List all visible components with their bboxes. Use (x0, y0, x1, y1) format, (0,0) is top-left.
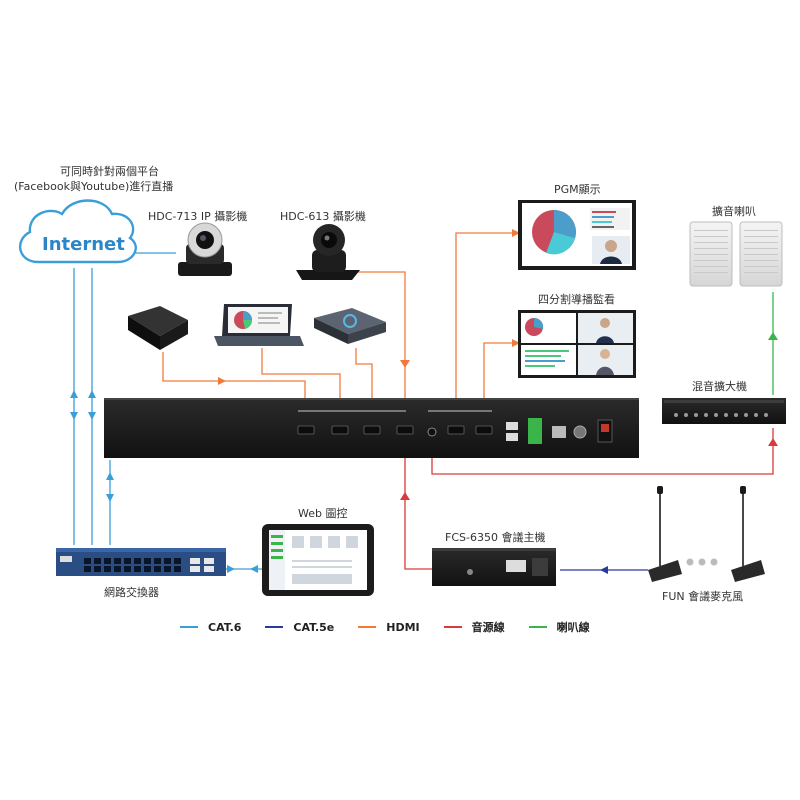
speaker-arrow (768, 332, 778, 340)
legend-swatch-hdmi (358, 626, 377, 628)
usb-port-2 (506, 433, 518, 441)
internet-label: Internet (42, 234, 125, 255)
camera-613 (296, 224, 360, 280)
network-switch (56, 548, 226, 576)
mics-label: FUN 會議麥克風 (662, 590, 744, 603)
tablet (262, 524, 374, 596)
legend-label-cat5e: CAT.5e (293, 620, 335, 634)
audio-lines (404, 428, 774, 570)
internet-cloud (19, 199, 137, 264)
speakers-label: 擴音喇叭 (712, 205, 756, 218)
input-bracket (298, 410, 406, 412)
audio-port (427, 427, 437, 437)
hdmi-port-3 (363, 425, 381, 435)
legend-label-audio: 音源線 (471, 621, 505, 634)
conference-host (432, 548, 556, 586)
legend-label-cat6: CAT.6 (208, 620, 242, 634)
mixer-label: 混音擴大機 (692, 380, 747, 393)
hdmi-out-2 (475, 425, 493, 435)
laptop (214, 304, 304, 346)
audio-arrows (400, 438, 778, 500)
host-label: FCS-6350 會議主機 (445, 531, 546, 544)
legend-item-audio: 音源線 (443, 618, 505, 636)
legend: CAT.6 CAT.5e HDMI 音源線 喇叭線 (180, 618, 620, 636)
hdmi-port-4 (396, 425, 414, 435)
legend-item-cat5e: CAT.5e (265, 618, 334, 636)
main-switcher-unit (104, 398, 639, 458)
legend-item-hdmi: HDMI (358, 618, 420, 636)
pgm-display (518, 200, 636, 270)
hdmi-port-2 (331, 425, 349, 435)
conference-mics (648, 486, 765, 582)
dc-port (573, 425, 587, 439)
platform-label-line2: (Facebook與Youtube)進行直播 (14, 180, 174, 193)
web-label: Web 圖控 (298, 507, 348, 520)
speakers (689, 221, 783, 287)
capture-box (314, 308, 386, 344)
switch-label: 網路交換器 (104, 586, 159, 599)
legend-item-cat6: CAT.6 (180, 618, 241, 636)
hdmi-out-1 (447, 425, 465, 435)
pgm-label: PGM顯示 (554, 183, 601, 196)
lan-port (552, 426, 566, 438)
cam713-label: HDC-713 IP 攝影機 (148, 210, 248, 223)
legend-label-hdmi: HDMI (386, 620, 420, 634)
rs485-terminal (528, 418, 542, 444)
ip-camera-713 (178, 222, 232, 276)
legend-swatch-cat5e (265, 626, 284, 628)
mixer-amplifier (662, 398, 786, 424)
apple-tv-box (128, 306, 188, 350)
legend-swatch-audio (443, 626, 462, 628)
usb-port-1 (506, 422, 518, 430)
legend-item-speaker: 喇叭線 (528, 618, 590, 636)
cam613-label: HDC-613 攝影機 (280, 210, 366, 223)
hdmi-port-1 (297, 425, 315, 435)
quad-monitor (518, 310, 636, 378)
legend-swatch-speaker (528, 626, 547, 628)
cat6-arrows (70, 390, 258, 573)
legend-swatch-cat6 (180, 626, 198, 628)
platform-label-line1: 可同時針對兩個平台 (60, 165, 159, 178)
output-bracket (428, 410, 492, 412)
quad-label: 四分割導播監看 (538, 293, 615, 306)
legend-label-speaker: 喇叭線 (556, 621, 590, 634)
cat5e-arrow (600, 566, 608, 574)
